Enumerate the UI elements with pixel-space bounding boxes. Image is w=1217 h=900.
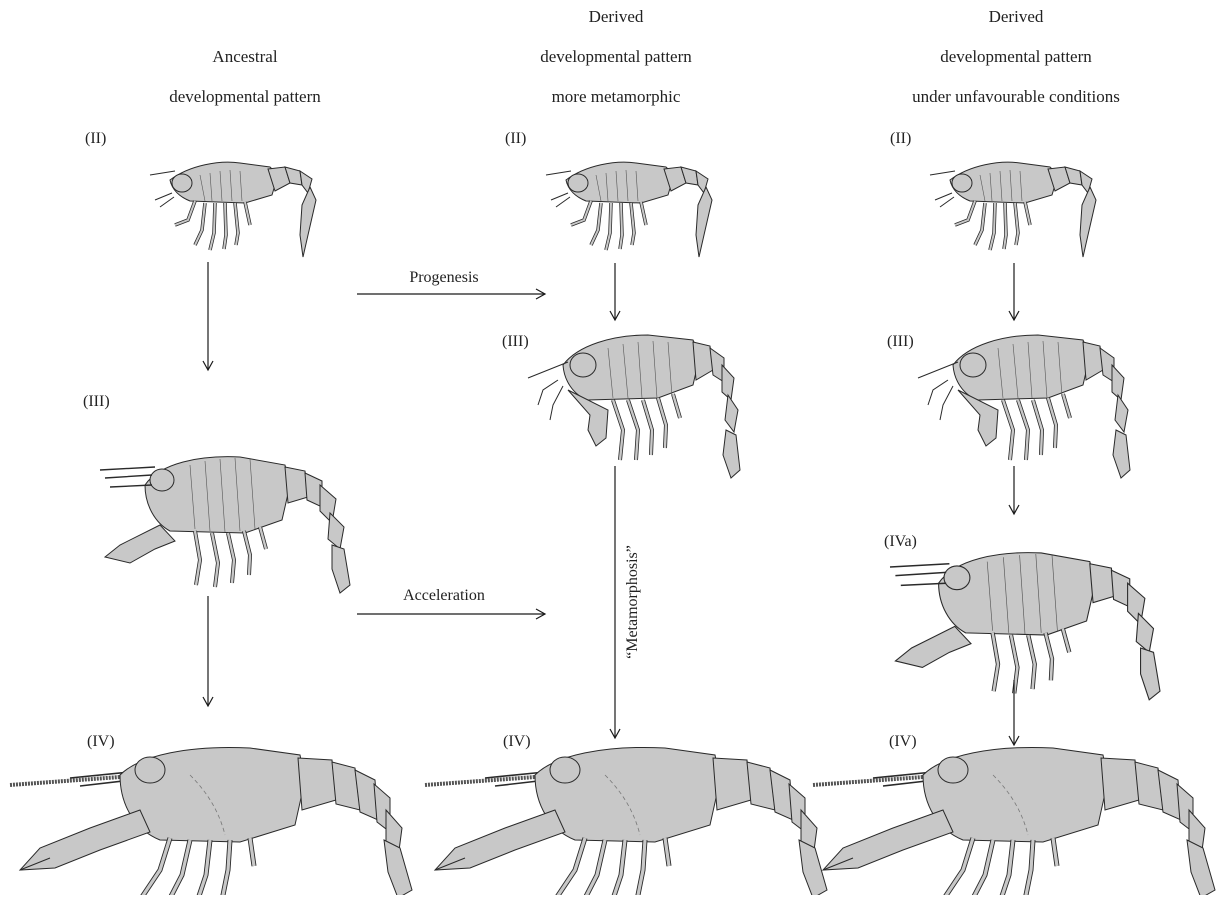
stage-label-iii-col3: (III) <box>887 333 914 350</box>
stage-label-ii-col1: (II) <box>85 130 106 147</box>
column-header-ancestral: Ancestral developmental pattern <box>169 47 321 106</box>
stage-label-iv-col2: (IV) <box>503 733 531 750</box>
header-line: Ancestral <box>212 47 277 66</box>
juvenile-iii-drawing-col1 <box>100 457 350 593</box>
adult-iv-drawing-col3 <box>813 747 1215 895</box>
header-line: Derived <box>989 7 1044 26</box>
header-line: developmental pattern <box>540 47 692 66</box>
header-line: more metamorphic <box>552 87 681 106</box>
adult-iv-drawing-col2 <box>425 747 827 895</box>
stage-label-iii-col1: (III) <box>83 393 110 410</box>
header-line: Derived <box>589 7 644 26</box>
juvenile-ii-drawing-col3 <box>930 162 1096 257</box>
juvenile-ii-drawing-col2 <box>546 162 712 257</box>
header-line: under unfavourable conditions <box>912 87 1120 106</box>
adult-iv-drawing-col1 <box>10 747 412 895</box>
label-progenesis: Progenesis <box>409 269 478 286</box>
juvenile-iii-drawing-col3 <box>918 335 1130 478</box>
header-line: developmental pattern <box>940 47 1092 66</box>
column-header-unfavourable: Derived developmental pattern under unfa… <box>912 7 1120 106</box>
stage-label-iva-col3: (IVa) <box>884 533 917 550</box>
stage-label-iii-col2: (III) <box>502 333 529 350</box>
juvenile-ii-drawing-col1 <box>150 162 316 257</box>
juvenile-iii-drawing-col2 <box>528 335 740 478</box>
stage-label-ii-col2: (II) <box>505 130 526 147</box>
stage-label-iv-col1: (IV) <box>87 733 115 750</box>
column-header-more-metamorphic: Derived developmental pattern more metam… <box>540 7 692 106</box>
label-metamorphosis: “Metamorphosis” <box>624 545 641 659</box>
stage-label-ii-col3: (II) <box>890 130 911 147</box>
stage-label-iv-col3: (IV) <box>889 733 917 750</box>
header-line: developmental pattern <box>169 87 321 106</box>
juvenile-iva-drawing-col3 <box>890 553 1160 700</box>
label-acceleration: Acceleration <box>403 587 485 604</box>
